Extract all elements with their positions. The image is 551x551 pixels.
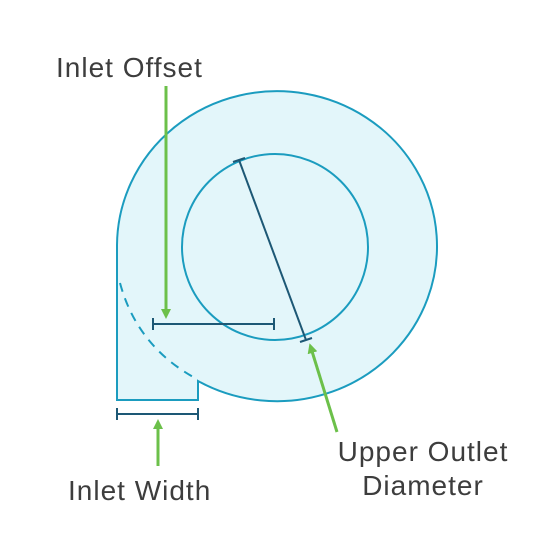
inlet-offset-dimension [152, 318, 275, 330]
outlet-diameter-dimension [232, 157, 313, 343]
upper-outlet-label-line2: Diameter [362, 470, 484, 501]
inlet-offset-label: Inlet Offset [56, 52, 203, 83]
upper-outlet-diameter-label: Upper Outlet Diameter [312, 435, 534, 503]
inlet-width-dimension [116, 408, 199, 420]
upper-outlet-arrow-icon [307, 343, 339, 433]
upper-outlet-label-line1: Upper Outlet [337, 436, 509, 467]
outlet-circle [181, 153, 369, 341]
inlet-width-label: Inlet Width [68, 475, 212, 506]
